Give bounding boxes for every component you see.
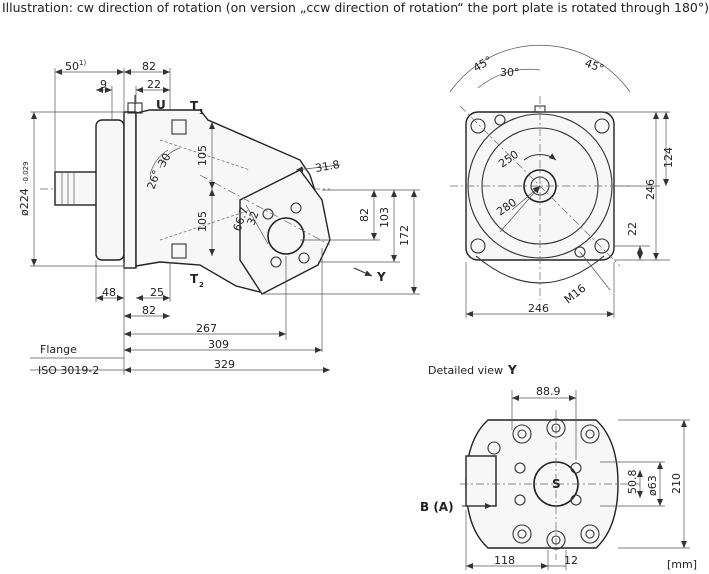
dim-118: 118 — [494, 554, 515, 567]
dim-329: 329 — [214, 358, 235, 371]
dim-82-right: 82 — [358, 208, 371, 222]
dim-63: ø63 — [646, 475, 659, 496]
dim-103: 103 — [378, 207, 391, 228]
dim-105-lower: 105 — [196, 211, 209, 232]
port-t2-boss — [171, 243, 187, 259]
mount-hole-tr — [594, 118, 610, 134]
angle-30-front: 30° — [500, 66, 520, 79]
port-b-circle — [267, 217, 305, 255]
flange-label: Flange — [40, 343, 77, 356]
dim-172: 172 — [398, 225, 411, 246]
port-t1-label: T — [190, 99, 199, 113]
dim-31-8: 31.8 — [314, 158, 340, 175]
shaft-bore — [523, 169, 557, 203]
caption: Illustration: cw direction of rotation (… — [2, 0, 709, 15]
detail-view — [460, 390, 690, 570]
dim-48: 48 — [102, 286, 116, 299]
dim-267: 267 — [196, 322, 217, 335]
port-b-label: B (A) — [420, 500, 454, 514]
port-t2-label: T — [190, 272, 199, 286]
side-boss — [465, 455, 497, 507]
flange-spigot — [95, 119, 125, 261]
dim-22: 22 — [147, 78, 161, 91]
view-y-label: Y — [376, 270, 386, 284]
thread-m16: M16 — [562, 282, 589, 307]
drive-shaft — [54, 171, 98, 206]
dim-9: 9 — [100, 78, 107, 91]
dim-88-9: 88.9 — [536, 385, 561, 398]
port-plate — [239, 169, 331, 295]
angle-45-right: 45° — [583, 57, 606, 76]
dim-309: 309 — [208, 338, 229, 351]
port-s-label: S — [552, 477, 561, 491]
angle-26: 26° — [145, 168, 164, 191]
side-view — [30, 68, 420, 375]
port-u-label: U — [156, 98, 166, 112]
dim-210: 210 — [670, 473, 683, 494]
dim-82-top: 82 — [142, 60, 156, 73]
dim-246-vertical: 246 — [644, 179, 657, 200]
dim-50: 50 — [65, 60, 79, 73]
mount-hole-br — [594, 238, 610, 254]
units-label: [mm] — [667, 558, 697, 571]
port-t1-sub: 1 — [199, 108, 204, 116]
dim-224-tolerance: -0.029 — [22, 161, 30, 184]
detail-view-title: Detailed view — [428, 364, 503, 377]
dim-12: 12 — [564, 554, 578, 567]
dim-246-horizontal: 246 — [528, 302, 549, 315]
port-t2-sub: 2 — [199, 281, 204, 289]
dim-22-front: 22 — [626, 222, 639, 236]
detail-view-letter: Y — [507, 363, 517, 377]
angle-30: 30 — [155, 151, 173, 170]
dim-25: 25 — [150, 286, 164, 299]
dim-50-note: 1) — [79, 59, 86, 67]
dim-224: ø224 — [18, 188, 31, 216]
iso-label: ISO 3019-2 — [38, 364, 99, 377]
dim-124: 124 — [662, 147, 675, 168]
dim-82-bottom: 82 — [142, 304, 156, 317]
port-t1-boss — [171, 119, 187, 135]
front-view — [449, 44, 670, 318]
mount-hole-bl — [470, 238, 486, 254]
dim-50-8: 50.8 — [626, 470, 639, 495]
mount-hole-tl — [470, 118, 486, 134]
dim-32: 32 — [245, 209, 262, 227]
dim-105-upper: 105 — [196, 145, 209, 166]
flange-plate — [123, 111, 137, 269]
